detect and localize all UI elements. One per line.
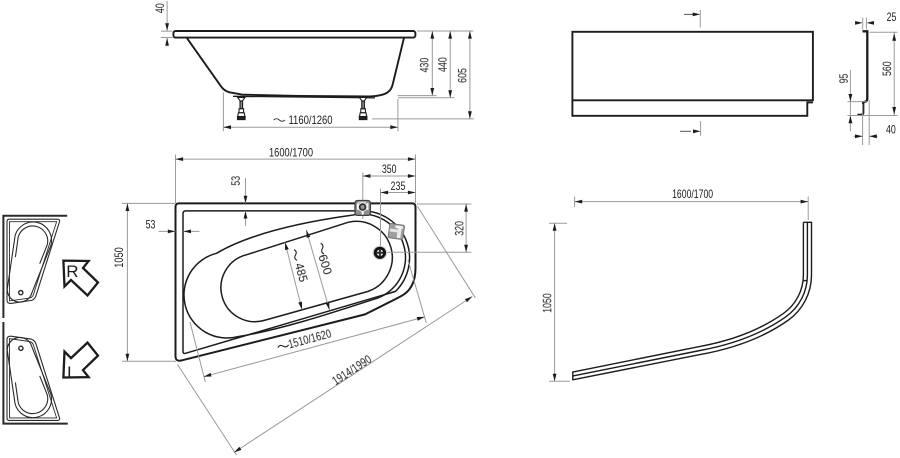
svg-text:1600/1700: 1600/1700	[269, 146, 313, 160]
svg-text:95: 95	[837, 73, 851, 83]
svg-text:40: 40	[886, 123, 896, 137]
svg-text:320: 320	[452, 221, 466, 236]
svg-text:1050: 1050	[540, 293, 554, 313]
svg-text:R: R	[66, 262, 78, 281]
svg-text:235: 235	[391, 179, 406, 193]
svg-text:430: 430	[418, 58, 432, 73]
svg-text:1050: 1050	[112, 247, 126, 268]
svg-text:25: 25	[887, 10, 897, 24]
svg-text:485: 485	[292, 261, 311, 283]
svg-text:1160/1260: 1160/1260	[289, 113, 333, 127]
svg-text:605: 605	[455, 68, 469, 83]
svg-text:440: 440	[436, 57, 450, 72]
svg-text:560: 560	[880, 61, 894, 76]
svg-text:53: 53	[146, 218, 156, 232]
svg-text:350: 350	[382, 162, 397, 176]
svg-text:1914/1990: 1914/1990	[329, 352, 374, 388]
svg-text:1600/1700: 1600/1700	[672, 187, 713, 201]
svg-text:600: 600	[315, 253, 335, 277]
svg-text:40: 40	[153, 3, 167, 13]
svg-text:L: L	[67, 363, 76, 382]
svg-text:53: 53	[229, 176, 243, 186]
